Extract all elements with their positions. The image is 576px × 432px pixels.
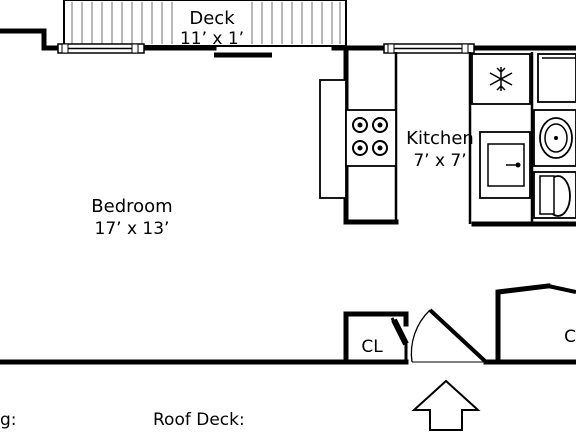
deck: Deck 11’ x 1’: [63, 0, 347, 58]
toilet: [533, 171, 576, 219]
room-right: C: [495, 283, 576, 365]
closet-label: CL: [361, 337, 383, 357]
entry-arrow-icon: [411, 379, 481, 431]
right-room-label: C: [564, 327, 576, 347]
window-kitchen: [383, 43, 475, 54]
bedroom-label: Bedroom: [91, 196, 172, 217]
snowflake-icon: [489, 67, 513, 91]
bedroom-dimensions: 17’ x 13’: [95, 219, 170, 239]
left-cut-label: g:: [0, 410, 17, 430]
bath-sink: [533, 109, 576, 167]
refrigerator: [471, 53, 531, 105]
kitchen-label: Kitchen: [406, 128, 474, 149]
window-top-left: [57, 43, 145, 54]
deck-hatching: [71, 2, 341, 44]
bathroom: [530, 52, 576, 224]
counter-left: [319, 79, 347, 199]
deck-label: Deck: [189, 8, 235, 29]
kitchen: Kitchen 7’ x 7’: [319, 52, 531, 224]
roof-deck-label: Roof Deck:: [153, 410, 245, 430]
kitchen-dimensions: 7’ x 7’: [413, 151, 466, 171]
deck-dimensions: 11’ x 1’: [180, 29, 244, 49]
closet: CL: [343, 311, 409, 365]
entry-door: [410, 308, 488, 364]
stove: [345, 109, 397, 167]
bath-vanity: [537, 53, 576, 103]
kitchen-sink: [479, 131, 531, 199]
